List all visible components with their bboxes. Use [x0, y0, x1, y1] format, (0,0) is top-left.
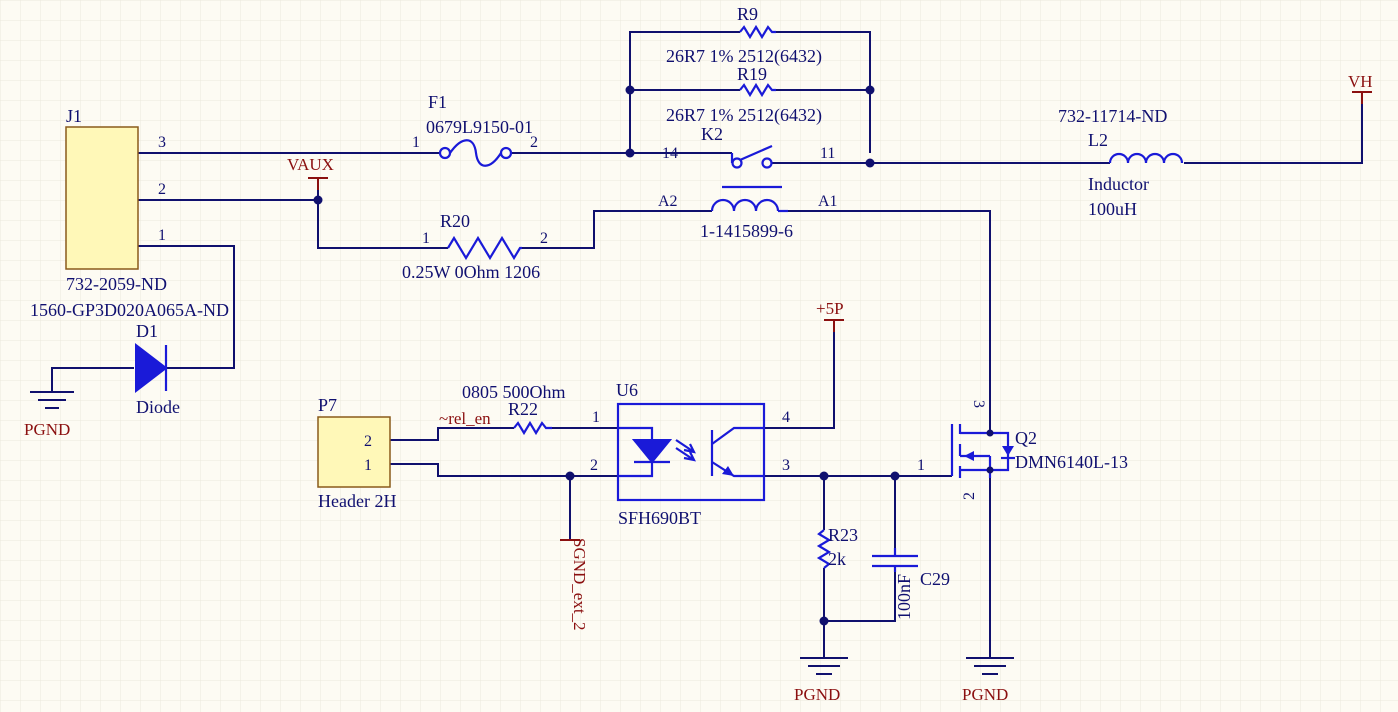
c29-value: 100nF — [894, 574, 914, 620]
j1-pin-1: 1 — [158, 227, 166, 244]
pgnd-right-label: PGND — [962, 685, 1008, 704]
u6-pin-2: 2 — [590, 457, 598, 474]
k2-pin-14: 14 — [662, 145, 678, 162]
k2-coil-value: 1-1415899-6 — [700, 221, 793, 241]
5p-label: +5P — [816, 299, 844, 318]
p7-value: Header 2H — [318, 491, 396, 511]
u6-pin-3: 3 — [782, 457, 790, 474]
resistor-r19[interactable]: R19 26R7 1% 2512(6432) — [666, 64, 822, 126]
p7-pin-2: 2 — [364, 433, 372, 450]
vaux-label: VAUX — [287, 155, 334, 174]
diode-d1[interactable]: D1 Diode — [135, 321, 180, 417]
l2-value: 100uH — [1088, 199, 1137, 219]
net-port-sgnd[interactable]: SGND_ext_2 — [560, 538, 589, 631]
j1-value: 732-2059-ND — [66, 274, 167, 294]
optocoupler-u6[interactable]: U6 SFH690BT 2 4 3 — [590, 380, 790, 528]
d1-value: Diode — [136, 397, 180, 417]
pgnd-symbol-right[interactable]: PGND — [962, 657, 1014, 704]
u6-value: SFH690BT — [618, 508, 701, 528]
q2-pin-source: 2 — [961, 492, 978, 500]
mosfet-q2[interactable]: Q2 DMN6140L-13 1 3 2 — [917, 400, 1128, 500]
rel-en-label: ~rel_en — [439, 409, 491, 428]
j1-pin-2: 2 — [158, 181, 166, 198]
power-port-vaux[interactable]: VAUX — [287, 155, 334, 190]
r20-pin-1: 1 — [422, 230, 430, 247]
p7-pin-1: 1 — [364, 457, 372, 474]
f1-value: 0679L9150-01 — [426, 117, 533, 137]
pgnd-symbol-left[interactable]: PGND — [24, 391, 74, 439]
f1-pin-2: 2 — [530, 134, 538, 151]
d1-ref: D1 — [136, 321, 158, 341]
resistor-r22[interactable]: 0805 500Ohm R22 1 — [462, 382, 600, 436]
r20-value: 0.25W 0Ohm 1206 — [402, 262, 540, 282]
r23-ref: R23 — [828, 525, 858, 545]
j1-ref: J1 — [66, 106, 82, 126]
power-port-5p[interactable]: +5P — [816, 299, 844, 332]
f1-pin-1: 1 — [412, 134, 420, 151]
r9-ref: R9 — [737, 4, 758, 24]
r19-ref: R19 — [737, 64, 767, 84]
header-p7[interactable]: P7 2 1 Header 2H — [317, 395, 396, 511]
resistor-r20[interactable]: R20 1 2 0.25W 0Ohm 1206 — [402, 211, 548, 282]
net-label-rel-en: ~rel_en — [439, 409, 491, 428]
pgnd-left-label: PGND — [24, 420, 70, 439]
junctions — [313, 85, 900, 626]
j1-part: 1560-GP3D020A065A-ND — [30, 300, 229, 320]
q2-pin-gate: 1 — [917, 457, 925, 474]
u6-pin-4: 4 — [782, 409, 790, 426]
capacitor-c29[interactable]: C29 100nF — [872, 548, 950, 620]
f1-ref: F1 — [428, 92, 447, 112]
resistor-r23[interactable]: R23 2k — [816, 525, 858, 569]
c29-ref: C29 — [920, 569, 950, 589]
r20-pin-2: 2 — [540, 230, 548, 247]
r20-ref: R20 — [440, 211, 470, 231]
connector-j1[interactable]: J1 3 2 1 732-2059-ND 1560-GP3D020A065A-N… — [30, 106, 229, 320]
k2-ref: K2 — [701, 124, 723, 144]
k2-pin-11: 11 — [820, 145, 835, 162]
l2-type: Inductor — [1088, 174, 1149, 194]
r9-value: 26R7 1% 2512(6432) — [666, 46, 822, 67]
q2-value: DMN6140L-13 — [1015, 452, 1128, 472]
u6-ref: U6 — [616, 380, 638, 400]
power-port-vh[interactable]: VH — [1348, 72, 1373, 104]
pgnd-symbol-mid[interactable]: PGND — [794, 657, 848, 704]
wires — [51, 31, 1363, 658]
q2-pin-drain: 3 — [970, 400, 987, 408]
r19-value: 26R7 1% 2512(6432) — [666, 105, 822, 126]
vh-label: VH — [1348, 72, 1373, 91]
j1-pin-3: 3 — [158, 134, 166, 151]
k2-coil-a2: A2 — [658, 193, 678, 210]
fuse-f1[interactable]: F1 0679L9150-01 1 2 — [412, 92, 538, 167]
q2-ref: Q2 — [1015, 428, 1037, 448]
r22-pin-1: 1 — [592, 409, 600, 426]
resistor-r9[interactable]: R9 26R7 1% 2512(6432) — [666, 4, 822, 67]
sgnd-label: SGND_ext_2 — [570, 538, 589, 631]
relay-k2[interactable]: K2 14 11 A2 A1 1-1415899-6 — [658, 124, 838, 241]
r22-ref: R22 — [508, 399, 538, 419]
inductor-l2[interactable]: 732-11714-ND L2 Inductor 100uH — [1058, 106, 1184, 219]
p7-ref: P7 — [318, 395, 337, 415]
l2-ref: L2 — [1088, 130, 1108, 150]
r23-value: 2k — [828, 549, 846, 569]
r22-value: 0805 500Ohm — [462, 382, 566, 402]
k2-coil-a1: A1 — [818, 193, 838, 210]
pgnd-mid-label: PGND — [794, 685, 840, 704]
l2-part: 732-11714-ND — [1058, 106, 1167, 126]
